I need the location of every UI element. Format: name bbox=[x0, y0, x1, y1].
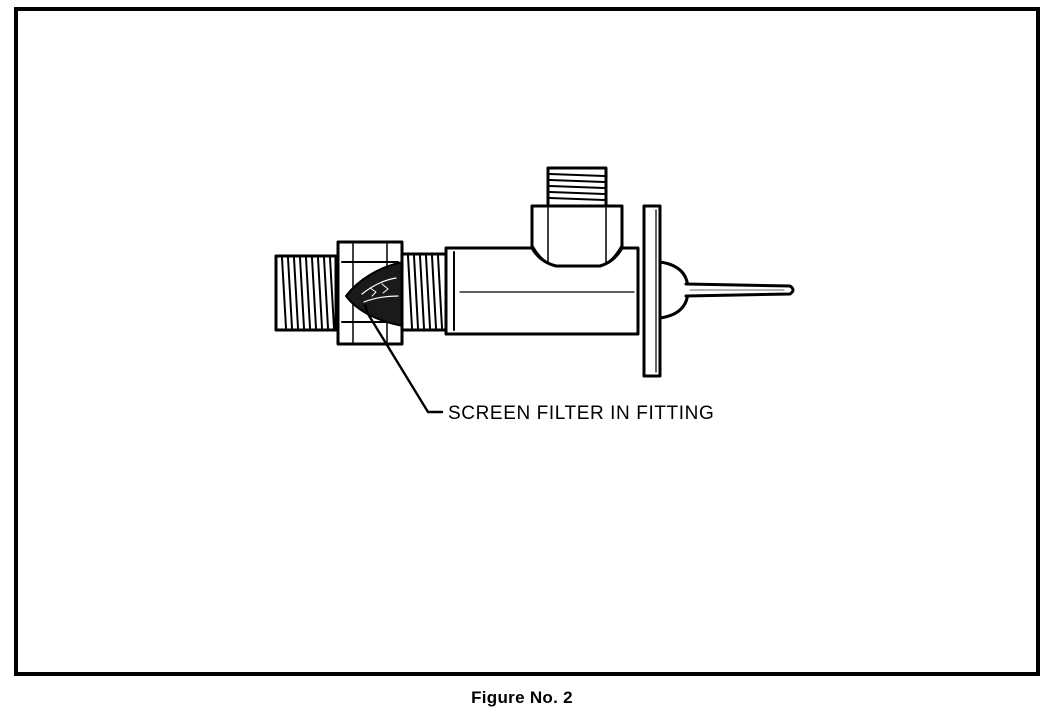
left-threaded-inlet bbox=[274, 254, 338, 332]
callout-leader-line bbox=[363, 303, 444, 414]
valve-stem bbox=[684, 282, 795, 298]
flange-plate bbox=[642, 204, 662, 378]
figure-frame bbox=[14, 7, 1040, 676]
top-hex-nut bbox=[530, 204, 624, 268]
middle-threads bbox=[400, 252, 448, 332]
top-threaded-port bbox=[546, 166, 608, 208]
valve-bulb bbox=[658, 260, 690, 320]
valve-body bbox=[444, 246, 640, 336]
figure-caption-text: Figure No. 2 bbox=[471, 688, 573, 707]
figure-caption: Figure No. 2 bbox=[0, 688, 1056, 708]
callout-label: SCREEN FILTER IN FITTING bbox=[448, 403, 715, 424]
